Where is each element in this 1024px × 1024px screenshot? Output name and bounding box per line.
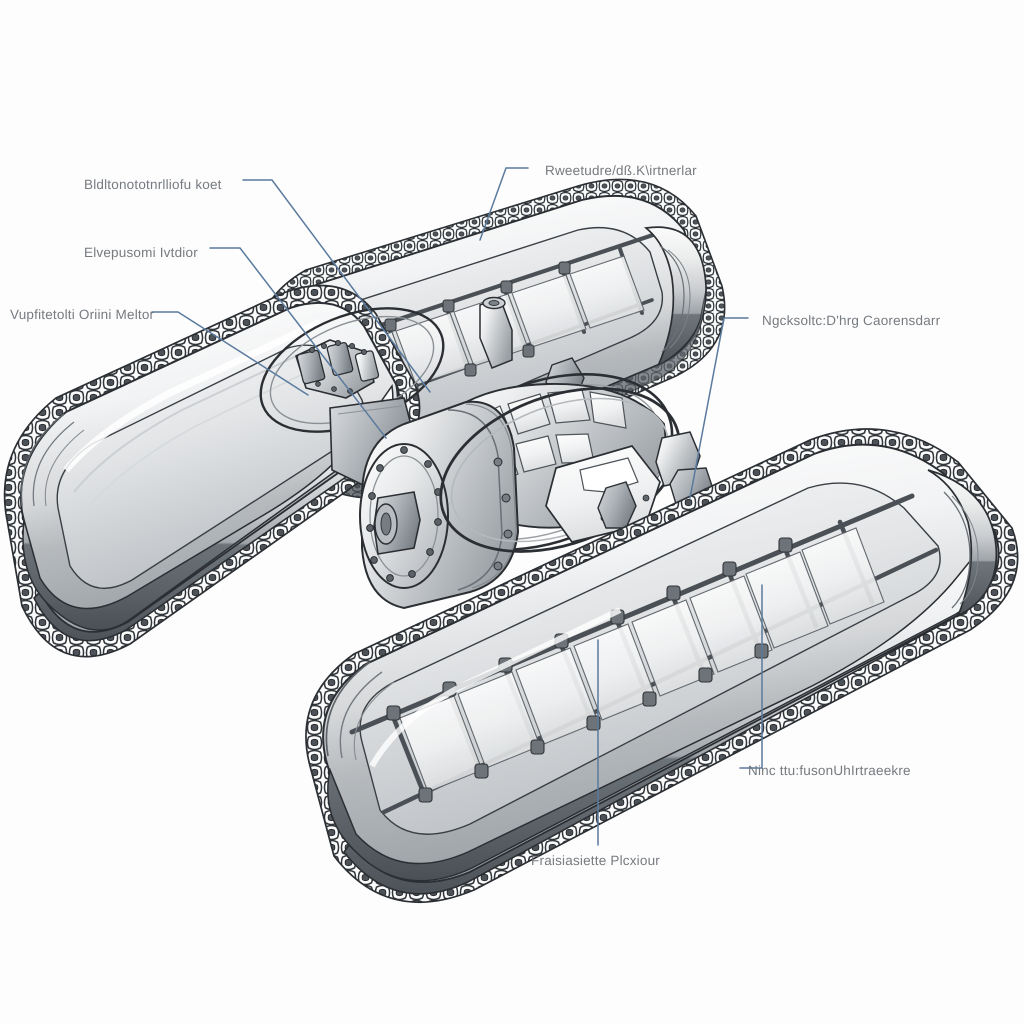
leader-line-3: [151, 311, 309, 396]
leader-line-5: [689, 317, 749, 499]
callout-leader-lines: [151, 167, 763, 846]
leader-line-2: [209, 247, 387, 439]
leader-line-6: [739, 584, 763, 769]
right-track-pod: [305, 428, 1019, 904]
leader-line-1: [242, 179, 431, 393]
callout-label-2: Elvepusomi Ivtdior: [84, 245, 198, 260]
left-track-pod: [3, 284, 445, 658]
bolt-flange: [359, 443, 449, 589]
callout-label-3: Vupfitetolti Oriini Meltor: [10, 307, 155, 322]
ladder-rung-frame: [349, 493, 939, 815]
callout-label-7: Fraisiasiette Plcxiour: [531, 853, 660, 868]
central-drive-hub: [359, 373, 715, 610]
post-fitting: [479, 296, 513, 369]
callout-label-5: Ngcksoltc:D'hrg Caorensdarr: [762, 313, 941, 328]
callout-label-6: Ninc ttu:fusonUhIrtraeekre: [748, 763, 911, 778]
motor-housing: [359, 400, 520, 610]
callout-label-1: Bldltonototnrlliofu koet: [84, 177, 222, 192]
leader-line-4: [479, 167, 529, 241]
sprocket-block-cluster: [295, 339, 380, 399]
callout-label-4: Rweetudre/dß.K\irtnerlar: [545, 163, 697, 178]
